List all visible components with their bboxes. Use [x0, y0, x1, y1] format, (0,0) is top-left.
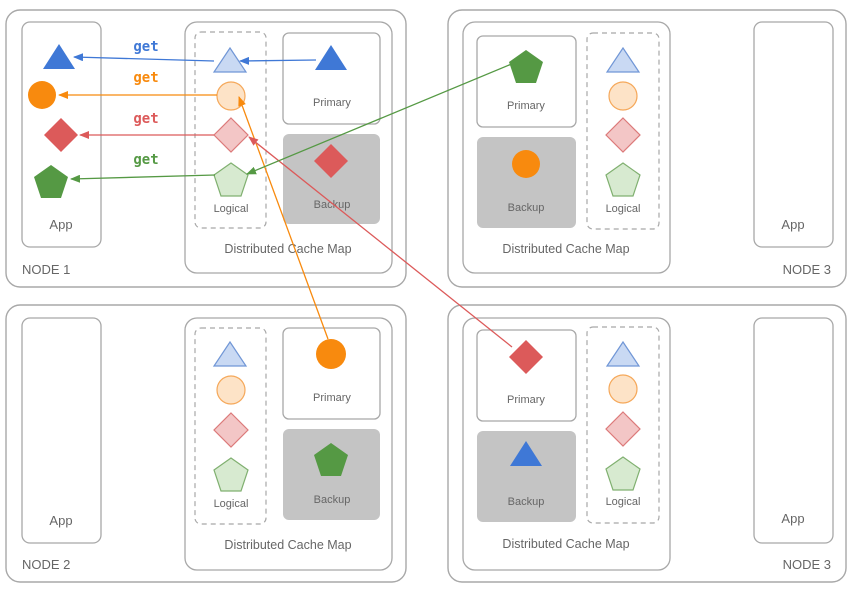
app-box [21, 317, 102, 544]
ghost-green-pentagon-icon [213, 162, 249, 197]
node-2-label: NODE 2 [22, 557, 70, 572]
blue-triangle-icon [43, 44, 75, 69]
get-label-orange: get [133, 70, 158, 86]
node-3-top: NODE 3 App Distributed Cache Map Primary… [447, 9, 847, 288]
red-diamond-icon [509, 340, 543, 374]
green-get-arrow [70, 174, 216, 183]
node-1: NODE 1 App Distributed Cache Map Logical… [5, 9, 407, 288]
green-pentagon-icon [509, 50, 543, 83]
ghost-blue-triangle-icon [212, 340, 248, 367]
ghost-orange-circle-icon [216, 375, 246, 405]
blue-get-arrow [73, 53, 215, 62]
orange-circle-icon [316, 339, 346, 369]
primary-box [282, 32, 381, 125]
blue-arrow-primary-to-logical [239, 56, 317, 65]
orange-circle-icon [512, 150, 540, 178]
app-label: App [781, 217, 804, 232]
ghost-red-diamond-icon [605, 117, 641, 153]
app-label: App [49, 217, 72, 232]
ghost-blue-triangle-icon [212, 46, 248, 73]
blue-triangle-icon [510, 441, 542, 466]
primary-box [282, 327, 381, 420]
ghost-green-pentagon-icon [605, 456, 641, 491]
get-label-blue: get [133, 39, 158, 55]
app-box [753, 21, 834, 248]
ghost-green-pentagon-icon [605, 162, 641, 197]
cache-map-label: Distributed Cache Map [502, 242, 629, 256]
logical-label: Logical [606, 203, 641, 215]
app-box [753, 317, 834, 544]
backup-box [477, 137, 576, 228]
cache-map-label: Distributed Cache Map [502, 537, 629, 551]
ghost-red-diamond-icon [213, 412, 249, 448]
blue-triangle-icon [315, 45, 347, 70]
backup-label: Backup [314, 494, 351, 506]
backup-box [283, 134, 380, 224]
node-3-bottom-label: NODE 3 [783, 557, 831, 572]
green-pentagon-icon [314, 443, 348, 476]
backup-label: Backup [508, 202, 545, 214]
logical-label: Logical [214, 498, 249, 510]
node-2: NODE 2 App Distributed Cache Map Logical… [5, 304, 407, 583]
primary-label: Primary [507, 100, 545, 112]
primary-box [476, 329, 577, 422]
node-1-label: NODE 1 [22, 262, 70, 277]
ghost-red-diamond-icon [213, 117, 249, 153]
ghost-orange-circle-icon [216, 81, 246, 111]
cache-map-label: Distributed Cache Map [224, 538, 351, 552]
backup-label: Backup [508, 496, 545, 508]
logical-label: Logical [606, 496, 641, 508]
ghost-blue-triangle-icon [605, 340, 641, 367]
backup-box [477, 431, 576, 522]
orange-circle-icon [28, 81, 56, 109]
cache-map-label: Distributed Cache Map [224, 242, 351, 256]
get-label-red: get [133, 111, 158, 127]
get-label-green: get [133, 152, 158, 168]
backup-label: Backup [314, 199, 351, 211]
ghost-red-diamond-icon [605, 411, 641, 447]
red-arrow-primary-to-logical [248, 136, 513, 348]
green-pentagon-icon [34, 165, 68, 198]
logical-label: Logical [214, 203, 249, 215]
ghost-orange-circle-icon [608, 374, 638, 404]
app-label: App [781, 511, 804, 526]
ghost-green-pentagon-icon [213, 457, 249, 492]
red-diamond-icon [44, 118, 78, 152]
ghost-orange-circle-icon [608, 81, 638, 111]
primary-label: Primary [313, 392, 351, 404]
green-arrow-primary-to-logical [246, 62, 515, 175]
node-3-bottom: NODE 3 App Distributed Cache Map Primary… [447, 304, 847, 583]
primary-label: Primary [507, 394, 545, 406]
primary-label: Primary [313, 97, 351, 109]
ghost-blue-triangle-icon [605, 46, 641, 73]
node-3-top-label: NODE 3 [783, 262, 831, 277]
app-label: App [49, 513, 72, 528]
connectors [58, 53, 515, 348]
red-diamond-icon [314, 144, 348, 178]
